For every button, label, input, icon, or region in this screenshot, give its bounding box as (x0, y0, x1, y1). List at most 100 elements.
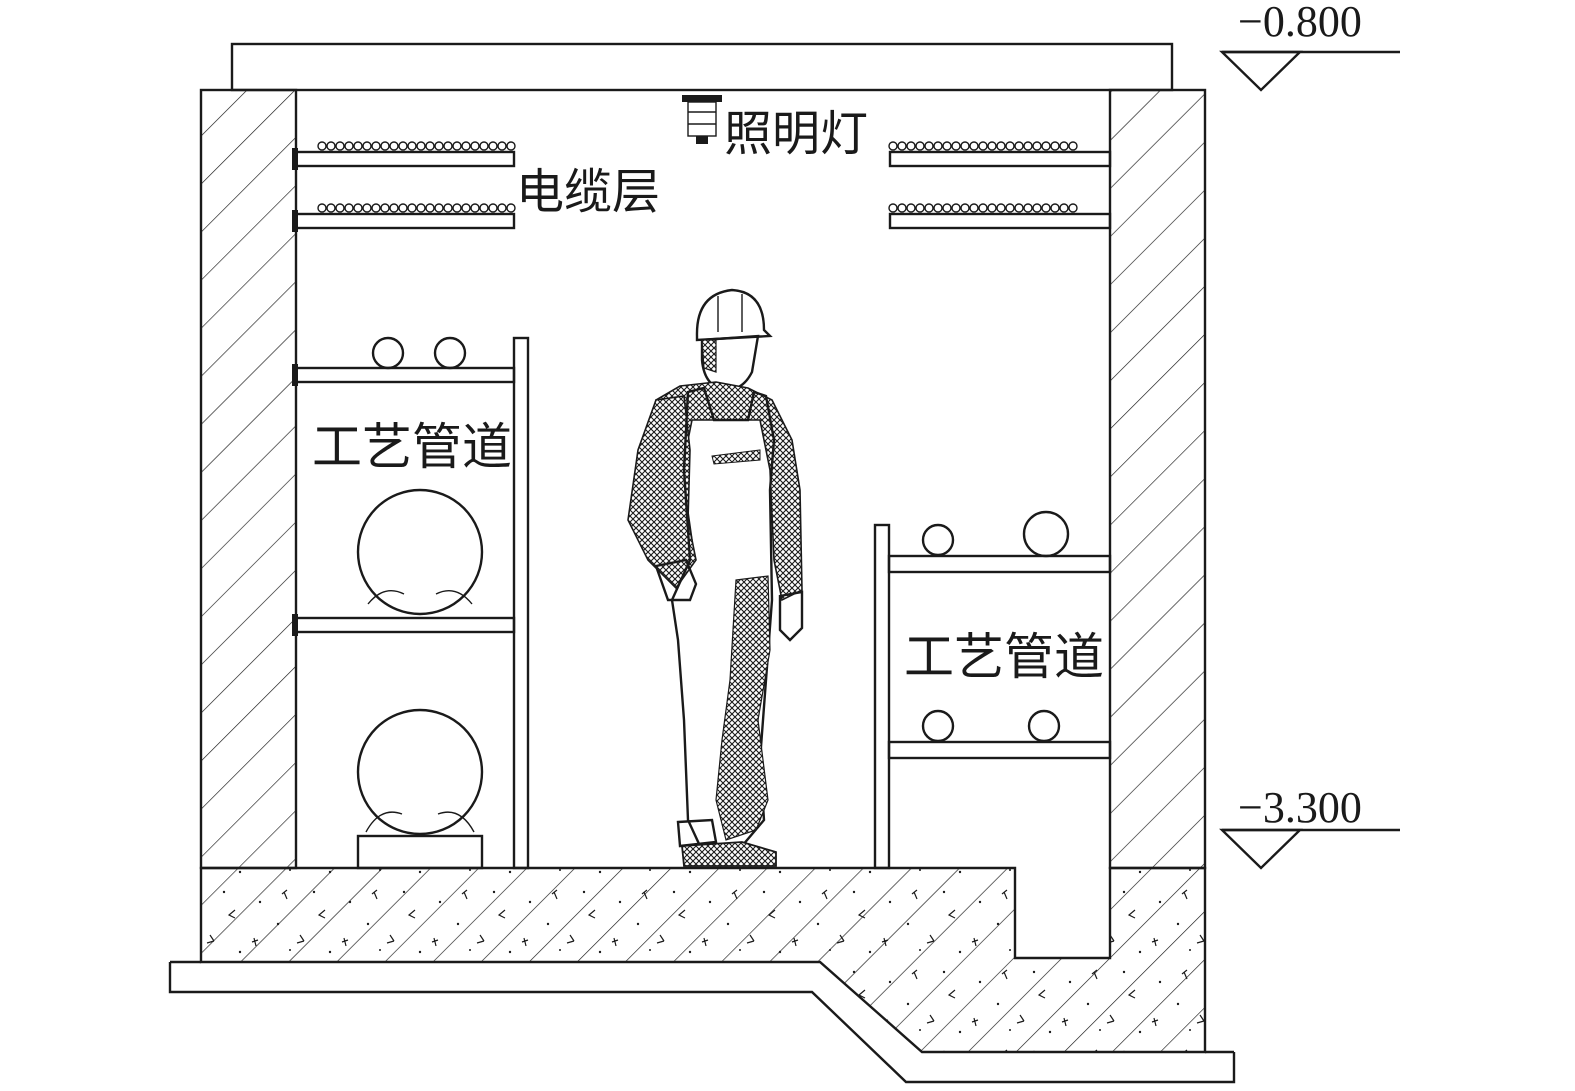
cable (1005, 141, 1015, 151)
cable (479, 203, 489, 213)
cable (317, 141, 327, 151)
cable (906, 141, 916, 151)
small-pipe (921, 709, 955, 743)
cable (960, 203, 970, 213)
cable (933, 203, 943, 213)
cable (978, 203, 988, 213)
cable (434, 141, 444, 151)
cable (1014, 203, 1024, 213)
cable (416, 203, 426, 213)
cable (996, 203, 1006, 213)
cable (488, 203, 498, 213)
cable (987, 141, 997, 151)
cable (335, 141, 345, 151)
cable (479, 141, 489, 151)
cable (353, 203, 363, 213)
cable (434, 203, 444, 213)
small-pipe (433, 336, 467, 370)
tunnel-structure (168, 42, 1236, 1084)
cable (317, 203, 327, 213)
cable (1059, 141, 1069, 151)
cable (978, 141, 988, 151)
cable (371, 141, 381, 151)
rack-shelf-left-top (294, 366, 516, 384)
pipe-support-block (356, 834, 484, 870)
elevation-triangle-icon (1219, 828, 1303, 870)
cable (407, 203, 417, 213)
cable-tray-right-lower (888, 212, 1112, 230)
cable (452, 203, 462, 213)
cable-layer-label: 电缆层 (516, 164, 660, 220)
cable (1032, 203, 1042, 213)
cable (389, 203, 399, 213)
cable (353, 141, 363, 151)
cable-tray-left-upper (292, 148, 516, 170)
cable (398, 203, 408, 213)
cable (461, 141, 471, 151)
pipe-rack-left (292, 336, 530, 870)
left-wall (199, 88, 298, 870)
pipe-label-right: 工艺管道 (904, 628, 1104, 686)
elevation-top-value: −0.800 (1238, 0, 1362, 46)
cable (942, 141, 952, 151)
cable (398, 141, 408, 151)
pipe-label-left: 工艺管道 (312, 418, 512, 476)
cable (1059, 203, 1069, 213)
bottom-slab-aggregate (201, 868, 1205, 1052)
cable (506, 141, 516, 151)
cable (888, 141, 898, 151)
cable (470, 141, 480, 151)
cable (497, 203, 507, 213)
elevation-bottom-value: −3.300 (1238, 783, 1362, 832)
small-pipe (371, 336, 405, 370)
cable (897, 141, 907, 151)
cable (942, 203, 952, 213)
cable (380, 141, 390, 151)
cable-trays (292, 141, 1112, 232)
small-pipe (921, 523, 955, 557)
cable (344, 141, 354, 151)
cable (888, 203, 898, 213)
cable (906, 203, 916, 213)
cable (924, 203, 934, 213)
cable (326, 203, 336, 213)
rack-post-left (512, 336, 530, 870)
cable (897, 203, 907, 213)
cover-slab (230, 42, 1174, 92)
lighting-fixture-icon (682, 95, 722, 144)
rack-shelf-right-top (887, 554, 1112, 574)
cable (335, 203, 345, 213)
cable (407, 141, 417, 151)
cable (344, 203, 354, 213)
cable (425, 141, 435, 151)
cable (1023, 141, 1033, 151)
cable (987, 203, 997, 213)
cable (951, 141, 961, 151)
cable (1050, 203, 1060, 213)
cable (443, 203, 453, 213)
cable (506, 203, 516, 213)
large-pipe (356, 708, 484, 836)
cable (470, 203, 480, 213)
cable (960, 141, 970, 151)
cable (380, 203, 390, 213)
cable (933, 141, 943, 151)
right-wall (1108, 88, 1207, 870)
cable (1005, 203, 1015, 213)
cable-tray-right-upper (888, 150, 1112, 168)
cable (951, 203, 961, 213)
cable (1041, 203, 1051, 213)
cable (1068, 141, 1078, 151)
cable (1023, 203, 1033, 213)
worker-boots (681, 841, 777, 867)
cable (924, 141, 934, 151)
cable (1014, 141, 1024, 151)
cable (915, 141, 925, 151)
lighting-label: 照明灯 (724, 106, 868, 162)
cable (969, 203, 979, 213)
cable (362, 203, 372, 213)
cable (497, 141, 507, 151)
cable (371, 203, 381, 213)
elevation-marker-bottom: −3.300 (1219, 783, 1400, 870)
